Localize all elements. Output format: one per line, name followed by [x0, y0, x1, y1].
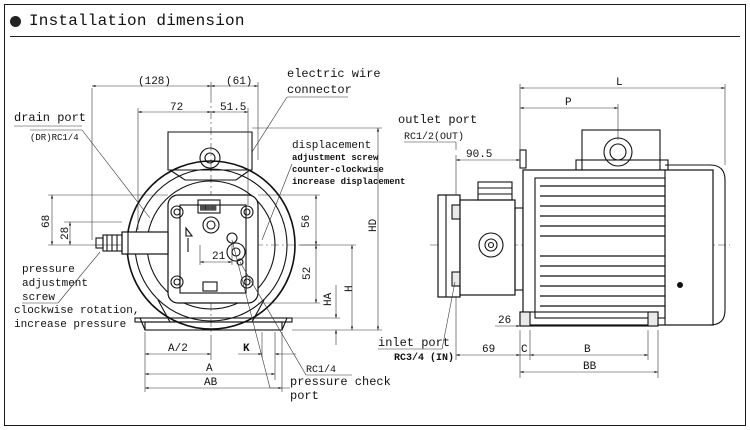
dim-28: 28	[60, 227, 72, 240]
label-rc14: RC1/4	[306, 364, 336, 376]
dim-56: 56	[301, 215, 313, 228]
dim-51-5: 51.5	[220, 102, 246, 114]
label-increase-pressure: increase pressure	[14, 319, 126, 331]
terminal-box	[167, 131, 253, 171]
dim-p: P	[565, 97, 572, 109]
label-displacement: displacement	[292, 140, 371, 152]
dim-69: 69	[482, 344, 495, 356]
dim-68: 68	[41, 215, 53, 228]
label-inlet-port: inlet port	[378, 336, 450, 350]
dim-a-half: A/2	[168, 343, 188, 355]
dim-128: (128)	[138, 76, 171, 88]
label-displacement-3: counter-clockwise	[292, 165, 384, 175]
label-drain-port: drain port	[14, 111, 86, 125]
dim-52: 52	[302, 267, 314, 280]
label-displacement-2: adjustment screw	[292, 153, 379, 163]
svg-text:▦▦▦: ▦▦▦	[200, 203, 217, 213]
dim-ab: AB	[204, 377, 218, 389]
label-connector: connector	[287, 83, 352, 97]
label-drain-port-code: (DR)RC1/4	[30, 133, 79, 143]
section-header: Installation dimension	[10, 10, 245, 32]
label-pressure-check-port: port	[290, 389, 319, 403]
drawing-frame	[4, 4, 746, 426]
dim-90-5: 90.5	[466, 149, 492, 161]
dim-hd: HD	[368, 218, 380, 232]
dim-bb: BB	[583, 361, 597, 373]
pressure-adjustment-screw	[121, 231, 169, 255]
dim-26: 26	[498, 315, 511, 327]
label-clockwise: clockwise rotation,	[14, 305, 139, 317]
dim-72: 72	[170, 102, 183, 114]
header-rule	[10, 36, 740, 37]
side-view: L P 90.5 26 69 C B BB outlet port RC1/2(…	[378, 77, 730, 378]
side-pump-body	[459, 199, 516, 296]
label-adjustment: adjustment	[22, 278, 88, 290]
label-displacement-4: increase displacement	[292, 177, 405, 187]
bullet-icon	[10, 15, 21, 27]
label-pressure: pressure	[22, 264, 75, 276]
section-title: Installation dimension	[29, 12, 245, 30]
dim-61: (61)	[226, 76, 252, 88]
dim-k: K	[243, 343, 250, 355]
label-inlet-code: RC3/4 (IN)	[394, 352, 454, 364]
dim-ha: HA	[323, 292, 335, 306]
dim-h: H	[344, 285, 356, 292]
dim-b: B	[584, 344, 591, 356]
label-outlet-port: outlet port	[398, 113, 477, 127]
dim-21: 21	[212, 251, 226, 263]
label-screw: screw	[22, 292, 55, 304]
front-view: ▦▦▦ (128) (61) 72 51.5	[14, 67, 405, 403]
side-motor	[522, 169, 714, 326]
label-pressure-check: pressure check	[290, 375, 391, 389]
dim-a: A	[206, 363, 213, 375]
dim-l: L	[616, 77, 623, 89]
dim-c: C	[521, 344, 528, 356]
label-electric-wire: electric wire	[287, 67, 381, 81]
label-outlet-code: RC1/2(OUT)	[404, 131, 464, 143]
